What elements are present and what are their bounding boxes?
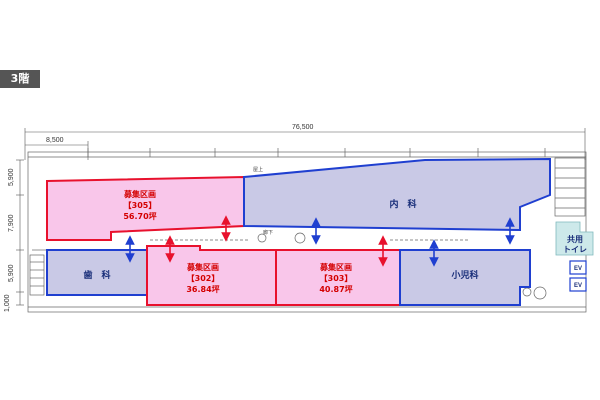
unit-303-title: 募集区画 (319, 262, 352, 272)
floor-badge: 3階 (0, 70, 40, 88)
elevator-2 (569, 277, 587, 292)
shared-toilet-area[interactable] (555, 221, 594, 256)
internal-medicine-label: 内 科 (389, 198, 416, 210)
internal-medicine-area[interactable] (243, 157, 551, 232)
dim-total-width: 76,500 (292, 124, 314, 131)
elevator-2-label: EV (574, 283, 582, 289)
unit-302-area-tsubo: 36.84坪 (186, 284, 219, 294)
dim-row2: 7,900 (8, 214, 15, 232)
pediatrics-label: 小児科 (450, 269, 478, 281)
unit-302-title: 募集区画 (186, 262, 219, 272)
elevator-1 (569, 260, 587, 275)
elevator-1-label: EV (574, 266, 582, 272)
unit-302-number: 【302】 (187, 273, 220, 283)
roof-label: 屋上 (253, 166, 263, 173)
dim-row4: 1,000 (4, 294, 11, 312)
access-arrows (125, 215, 515, 267)
dim-row1: 5,900 (8, 168, 15, 186)
unit-303-number: 【303】 (320, 273, 353, 283)
corridor-label: 廊下 (263, 229, 273, 236)
unit-305-title: 募集区画 (123, 189, 156, 199)
dim-left-span: 8,500 (46, 137, 64, 144)
toilet-label-line2: トイレ (563, 245, 587, 254)
unit-305-number: 【305】 (124, 200, 157, 210)
unit-303-area-tsubo: 40.87坪 (319, 284, 352, 294)
dim-row3: 5,900 (8, 264, 15, 282)
dental-clinic-label: 歯 科 (83, 269, 110, 281)
dimension-lines (16, 128, 586, 306)
toilet-label-line1: 共用 (567, 234, 583, 244)
unit-305-area-tsubo: 56.70坪 (123, 211, 156, 221)
